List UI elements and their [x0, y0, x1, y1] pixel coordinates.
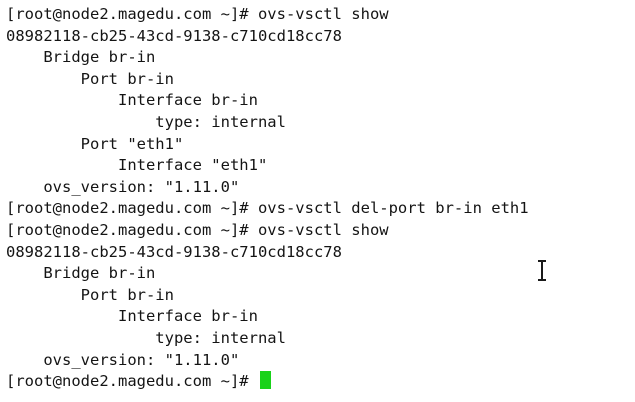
terminal-line: [root@node2.magedu.com ~]# ovs-vsctl sho… [6, 220, 389, 239]
terminal-line: [root@node2.magedu.com ~]# ovs-vsctl sho… [6, 5, 389, 23]
terminal-line: ovs_version: "1.11.0" [6, 350, 240, 369]
terminal-line: 08982118-cb25-43cd-9138-c710cd18cc78 [6, 242, 342, 261]
terminal-prompt: [root@node2.magedu.com ~]# [6, 372, 258, 391]
terminal-line: Bridge br-in [6, 264, 156, 283]
terminal-line: Port "eth1" [6, 134, 184, 153]
terminal-line: ovs_version: "1.11.0" [6, 177, 240, 196]
terminal-line: Port br-in [6, 285, 174, 304]
terminal-prompt-line[interactable]: [root@node2.magedu.com ~]# [6, 371, 635, 393]
terminal-line: Interface br-in [6, 91, 258, 110]
terminal-line: Bridge br-in [6, 48, 156, 67]
text-ibeam-icon [537, 259, 547, 281]
terminal-line: type: internal [6, 112, 286, 131]
terminal-line: Interface br-in [6, 307, 258, 326]
terminal-line: type: internal [6, 328, 286, 347]
terminal-line: Interface "eth1" [6, 156, 268, 175]
terminal-line: 08982118-cb25-43cd-9138-c710cd18cc78 [6, 26, 342, 45]
block-cursor-icon [259, 371, 271, 390]
terminal-line: [root@node2.magedu.com ~]# ovs-vsctl del… [6, 199, 529, 218]
terminal-line: Port br-in [6, 69, 174, 88]
